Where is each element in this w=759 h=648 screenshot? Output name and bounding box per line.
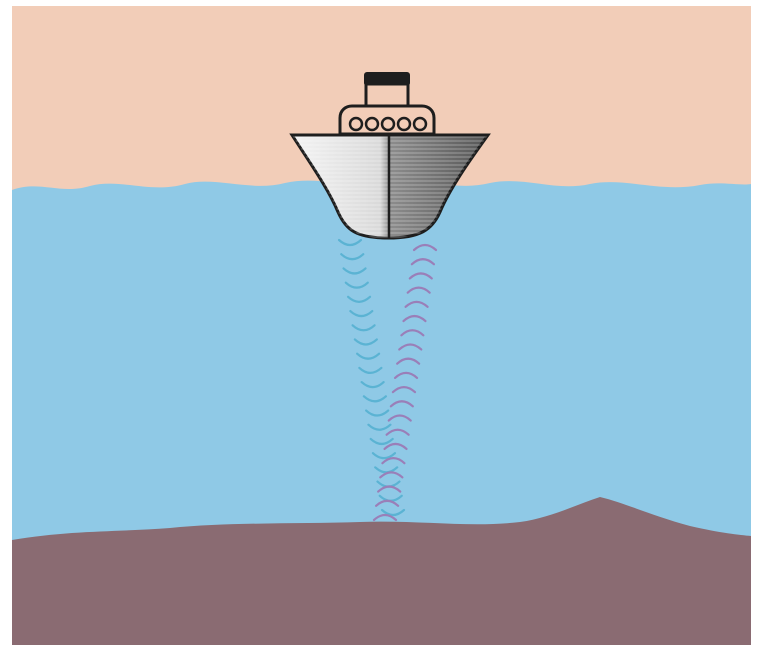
sonar-diagram [0, 0, 759, 648]
sonar-scene [0, 0, 759, 648]
